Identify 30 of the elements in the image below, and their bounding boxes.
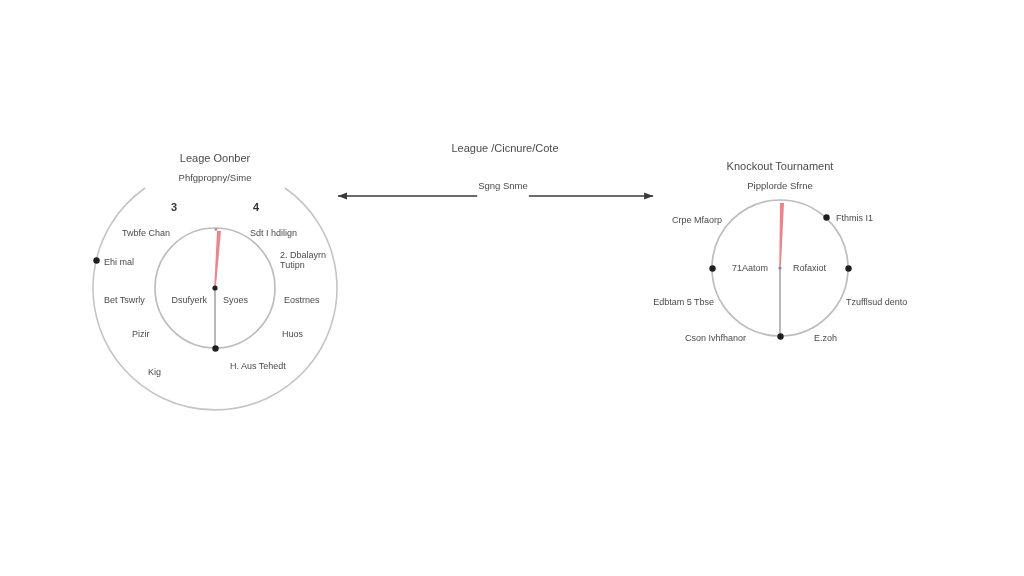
ring-label: Kig xyxy=(148,366,161,378)
ring-label: Twbfe Chan xyxy=(122,227,171,239)
ring-label: E.zoh xyxy=(814,332,837,344)
ring-label: Ehi mal xyxy=(104,256,134,268)
ring-label: Bet Tswrly xyxy=(104,294,145,306)
dial-subheading: Pipplorde Sfrne xyxy=(747,180,813,192)
ring-label: 2. Dbalayrn Tutipn xyxy=(280,249,328,271)
center-label: Sgng Snme xyxy=(478,180,528,192)
ring-label: Eostrnes xyxy=(284,294,320,306)
ring-label: Huos xyxy=(282,328,303,340)
dial-heading: Knockout Tournament xyxy=(726,159,834,173)
inner-label: Dsufyerk xyxy=(171,294,207,306)
dial-subheading: Phfgpropny/Sime xyxy=(178,172,252,184)
ring-label: Cson Ivhfhanor xyxy=(684,332,746,344)
diagram-title: League /Cicnure/Cote xyxy=(451,141,559,155)
dial-heading: Leage Oonber xyxy=(179,151,251,165)
ring-label: H. Aus Tehedt xyxy=(230,360,286,372)
ring-label: Sdt I hdilign xyxy=(250,227,298,239)
ring-label: Tzufflsud dento xyxy=(846,296,908,308)
ring-number: 4 xyxy=(252,200,260,214)
ring-label: Pizir xyxy=(132,328,150,340)
ring-label: Edbtam 5 Tbse xyxy=(653,296,714,308)
ring-label: Fthmis I1 xyxy=(836,212,873,224)
inner-label: 71Aatom xyxy=(731,262,768,274)
inner-label: Syoes xyxy=(223,294,248,306)
arrow xyxy=(528,192,654,200)
arrow xyxy=(337,192,478,200)
inner-label: Rofaxiot xyxy=(793,262,827,274)
ring-number: 3 xyxy=(170,200,178,214)
ring-label: Crpe Mfaorp xyxy=(671,214,722,226)
